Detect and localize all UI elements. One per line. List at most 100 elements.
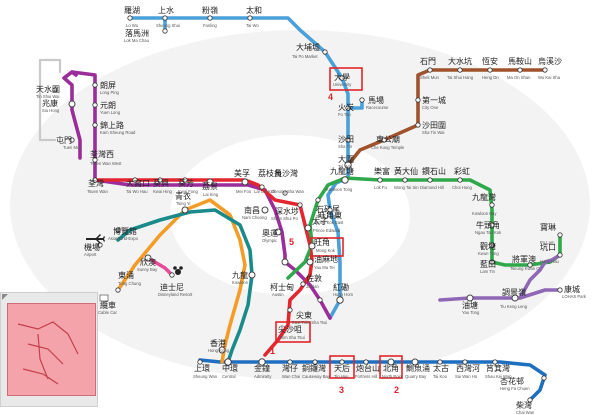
svg-text:大圍: 大圍 (338, 154, 354, 164)
station-shek-mun[interactable]: 石門 Shek Mun (420, 57, 440, 80)
station-wu-kai-sha[interactable]: 烏溪沙 Wu Kai Sha (538, 56, 562, 80)
station-nam-cheong[interactable]: 南昌 Nam Cheong (242, 205, 269, 220)
station-tai-wo-hau[interactable]: 大窩口 Tai Wo Hau (126, 177, 150, 194)
station-disneyland[interactable]: 迪士尼 Disneyland Resort (158, 272, 193, 297)
station-che-kung-temple[interactable]: 車公廟 Che Kung Temple (371, 134, 405, 150)
station-lo-wu[interactable]: 羅湖 Lo Wu (124, 6, 140, 28)
station-diamond-hill[interactable]: 鑽石山 Diamond Hill (420, 166, 446, 190)
station-prince-edward[interactable]: 太子 Prince Edward (304, 216, 341, 233)
station-tin-hau[interactable]: 天后 Tin Hau (334, 359, 350, 379)
station-sunny-bay[interactable]: 欣澳 Sunny Bay (137, 254, 158, 272)
station-olympic[interactable]: 奧運 Olympic (262, 228, 282, 243)
station-lohas-park[interactable]: 康城 LOHAS Park (557, 284, 587, 299)
svg-text:恆安: 恆安 (482, 56, 498, 66)
station-hang-hau[interactable]: 坑口 Hang Hau (540, 242, 563, 264)
station-yau-ma-tei[interactable]: 油麻地 Yau Ma Tei (306, 254, 338, 270)
station-kwai-fong[interactable]: 葵芳 Kwai Fong (178, 177, 198, 194)
station-ma-on-shan[interactable]: 馬鞍山 Ma On Shan (507, 56, 532, 80)
station-causeway-bay[interactable]: 銅鑼灣 Causeway Bay (302, 359, 331, 379)
station-hong-kong[interactable]: 香港 Hong Kong (208, 338, 230, 354)
station-yuen-long[interactable]: 元朗 Yuen Long (92, 100, 121, 115)
station-kwai-hing[interactable]: 葵興 Kwai Hing (153, 177, 173, 194)
svg-text:Long Ping: Long Ping (100, 90, 120, 95)
station-sai-wan-ho[interactable]: 西灣河 Sai Wan Ho (455, 359, 480, 379)
station-tung-chung[interactable]: 東涌 Tung Chung (115, 270, 142, 293)
station-sheung-shui[interactable]: 上水 Sheung Shui (156, 5, 180, 28)
station-long-ping[interactable]: 朗屏 Long Ping (92, 80, 120, 95)
svg-text:Lai Chi Kok: Lai Chi Kok (254, 189, 276, 194)
station-lai-chi-kok[interactable]: 荔枝角 Lai Chi Kok (254, 168, 282, 194)
station-hung-hom[interactable]: 紅磡 Hung Hom (333, 282, 354, 304)
station-tai-wai[interactable]: 大圍 Tai Wai (338, 154, 354, 169)
mini-map-viewport[interactable] (7, 303, 96, 396)
station-mong-kok-east[interactable]: 旺角東 Mong Kok East (315, 207, 344, 225)
station-tsim-sha-tsui[interactable]: 尖沙咀 Tsim Sha Tsui (278, 307, 305, 340)
station-kam-sheung-road[interactable]: 錦上路 Kam Sheung Road (92, 120, 136, 135)
station-asiaworld-expo[interactable]: 博覽館 AsiaWorld-Expo (108, 226, 139, 241)
mini-map-lines (17, 321, 79, 385)
station-fanling[interactable]: 粉嶺 Fanling (202, 5, 218, 28)
station-tai-shui-hang[interactable]: 大水坑 Tai Shui Hang (447, 56, 474, 80)
station-mei-foo[interactable]: 美孚 Mei Foo (234, 168, 252, 194)
svg-text:Siu Hong: Siu Hong (42, 108, 60, 113)
station-tin-shui-wai[interactable]: 天水圍 Tin Shui Wai (36, 84, 60, 99)
station-sham-shui-po[interactable]: 深水埗 Sham Shui Po (271, 202, 303, 221)
station-kwun-tong[interactable]: 觀塘 Kwun Tong (478, 241, 499, 256)
station-tsing-yi[interactable]: 青衣 Tsing Yi (175, 191, 191, 214)
svg-text:迪士尼: 迪士尼 (160, 282, 184, 292)
station-fo-tan[interactable]: 火炭 Fo Tan (338, 103, 354, 117)
station-tseung-kwan-o[interactable]: 將軍澳 Tseung Kwan O (510, 254, 540, 271)
station-heng-on[interactable]: 恆安 Heng On (482, 56, 499, 80)
station-yau-tong[interactable]: 油塘 Yau Tong (462, 294, 480, 315)
station-lam-tin[interactable]: 藍田 Lam Tin (480, 259, 496, 274)
station-choi-hung[interactable]: 彩虹 Choi Hung (452, 166, 472, 190)
station-siu-hong[interactable]: 兆康 Siu Hong (42, 98, 76, 113)
station-austin[interactable]: 柯士甸 Austin (270, 258, 294, 297)
station-tiu-keng-leng[interactable]: 調景嶺 Tiu Keng Leng (500, 287, 528, 309)
svg-text:Tai Wo Hau: Tai Wo Hau (126, 189, 148, 194)
svg-text:Po Lam: Po Lam (540, 240, 555, 245)
station-wan-chai[interactable]: 灣仔 Wan Chai (282, 359, 300, 379)
station-jordan[interactable]: 佐敦 Jordan (300, 273, 322, 289)
station-lai-king[interactable]: 荔景 Lai King (202, 178, 219, 197)
station-tai-koo[interactable]: 太古 Tai Koo (433, 359, 449, 379)
station-university[interactable]: 大學 University (333, 72, 352, 87)
station-fortress-hill[interactable]: 炮台山 Fortress Hill (355, 359, 380, 379)
station-lok-ma-chau[interactable]: 落馬洲 Lok Ma Chau (124, 28, 168, 43)
station-tai-wo[interactable]: 太和 Tai Wo (246, 5, 262, 28)
station-quarry-bay[interactable]: 鰂魚涌 Quarry Bay (405, 358, 430, 379)
station-kowloon-tong[interactable]: 九龍塘 Kowloon Tong (326, 166, 354, 192)
station-shau-kei-wan[interactable]: 筲箕灣 Shau Kei Wan (485, 359, 512, 379)
station-kowloon[interactable]: 九龍 Kowloon (232, 270, 256, 285)
station-admiralty[interactable]: 金鐘 Admiralty (254, 358, 272, 379)
station-cheung-sha-wan[interactable]: 長沙灣 Cheung Sha Wan (271, 168, 305, 196)
svg-text:Mei Foo: Mei Foo (236, 189, 252, 194)
mini-map-navigator[interactable] (0, 292, 98, 407)
station-sha-tin[interactable]: 沙田 Sha Tin (338, 135, 354, 149)
station-east-tsim-sha-tsui[interactable]: 尖東 East Tsim Sha Tsui (292, 297, 327, 325)
station-mong-kok[interactable]: 旺角 Mong Kok (308, 237, 336, 253)
svg-text:Racecourse: Racecourse (366, 105, 389, 110)
station-heng-fa-chuen[interactable]: 杏花邨 Heng Fa Chuen (500, 375, 547, 391)
station-po-lam[interactable]: 寶琳 Po Lam (540, 222, 563, 245)
station-central[interactable]: 中環 Central (222, 358, 238, 379)
airplane-icon (86, 234, 105, 244)
station-city-one[interactable]: 第一城 City One (415, 95, 446, 110)
svg-text:Yau Tong: Yau Tong (462, 310, 480, 315)
station-sheung-wan[interactable]: 上環 Sheung Wan (193, 359, 218, 379)
station-tsuen-wan-west[interactable]: 荃灣西 Tsuen Wan West (90, 149, 122, 166)
station-racecourse[interactable]: 馬場 Racecourse (359, 95, 389, 110)
station-kowloon-bay[interactable]: 九龍灣 Kowloon Bay (472, 192, 497, 216)
station-tsuen-wan[interactable]: 荃灣 Tsuen Wan (87, 177, 108, 194)
station-tuen-mun[interactable]: 屯門 Tuen Mun (56, 135, 82, 150)
station-lok-fu[interactable]: 樂富 Lok Fu (374, 166, 390, 190)
station-north-point[interactable]: 北角 North Point (382, 358, 404, 379)
station-ngau-tau-kok[interactable]: 牛頭角 Ngau Tau Kok (475, 220, 502, 235)
svg-text:柴灣: 柴灣 (516, 400, 532, 410)
station-sha-tin-wai[interactable]: 沙田圍 Sha Tin Wai (415, 121, 446, 135)
station-chai-wan[interactable]: 柴灣 Chai Wan (516, 397, 535, 415)
station-wong-tai-sin[interactable]: 黃大仙 Wong Tai Sin (394, 166, 419, 190)
station-tai-po-market[interactable]: 大埔墟 Tai Po Market (292, 42, 328, 59)
collapse-arrow-icon[interactable] (2, 294, 8, 300)
